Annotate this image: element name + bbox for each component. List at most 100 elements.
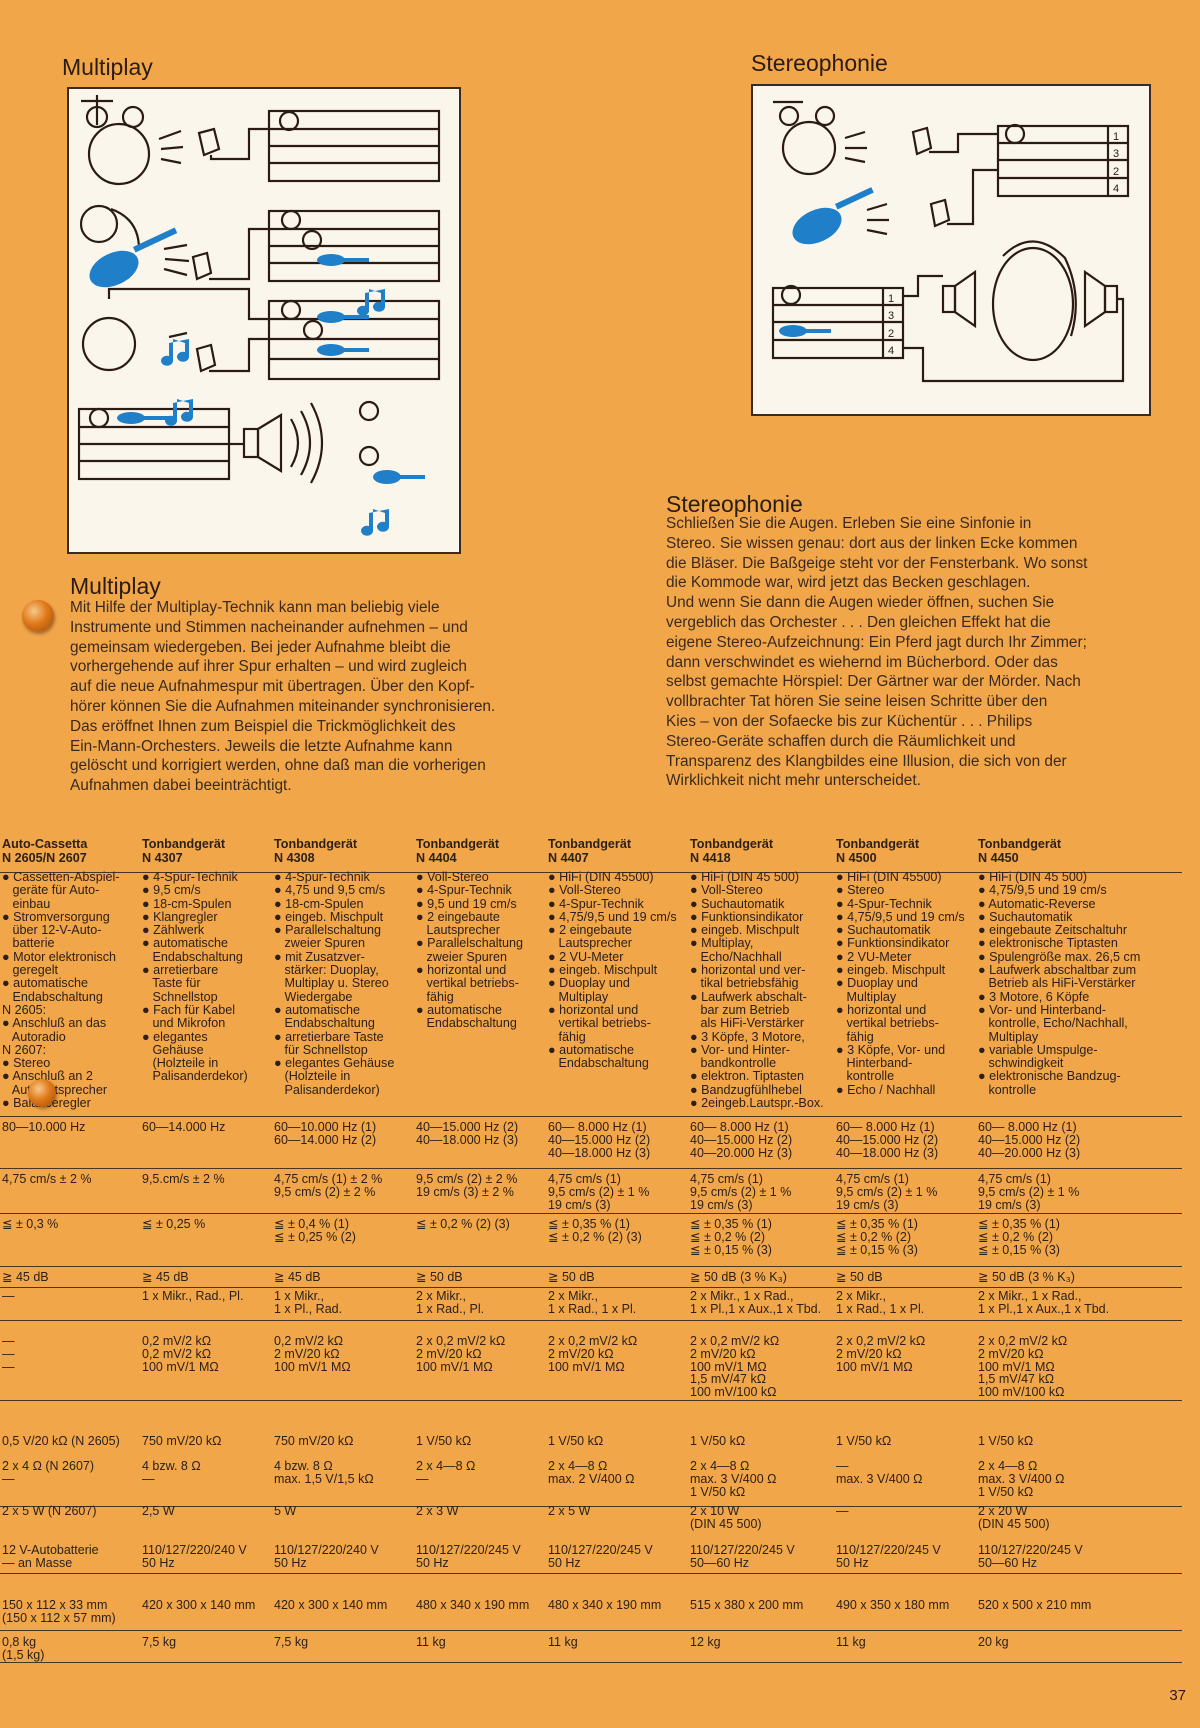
spec-out2: 2 x 4—8 Ω max. 2 V/400 Ω — [548, 1459, 635, 1486]
spec-frequency: 60— 8.000 Hz (1) 40—15.000 Hz (2) 40—20.… — [978, 1120, 1081, 1160]
feature-item: ● automatische — [142, 936, 229, 951]
spec-weight: 20 kg — [978, 1635, 1009, 1649]
feature-list: ● 4-Spur-Technik● 4,75 und 9,5 cm/s● 18-… — [274, 870, 416, 1097]
column-model: N 4307 — [142, 850, 183, 865]
feature-item: tikal betriebsfähig — [690, 976, 799, 991]
feature-item: fähig — [416, 989, 454, 1004]
column-type: Tonbandgerät — [274, 837, 358, 851]
feature-item: ● eingeb. Mischpult — [274, 909, 384, 924]
spec-supply: 110/127/220/245 V 50 Hz — [416, 1543, 521, 1570]
feature-item: Endabschaltung — [142, 949, 243, 964]
multiplay-text: Mit Hilfe der Multiplay-Technik kann man… — [70, 599, 496, 795]
column-model: N 4407 — [548, 850, 589, 865]
feature-item: geregelt — [2, 963, 59, 978]
spec-snr: ≧ 45 dB — [274, 1270, 321, 1284]
feature-item: ● Duoplay und — [548, 976, 630, 991]
feature-item: ● 3 Motore, 6 Köpfe — [978, 989, 1090, 1004]
feature-item: kontrolle — [836, 1069, 895, 1084]
spec-wow: ≦ ± 0,3 % — [2, 1217, 59, 1231]
feature-item: ● 2 eingebaute — [416, 909, 500, 924]
feature-item: ● arretierbare — [142, 963, 219, 978]
feature-item: ● Multiplay, — [690, 936, 754, 951]
spec-dims: 515 x 380 x 200 mm — [690, 1598, 804, 1612]
spec-supply: 110/127/220/245 V 50 Hz — [548, 1543, 653, 1570]
feature-item: über 12-V-Auto- — [2, 923, 102, 938]
feature-item: ● Zählwerk — [142, 923, 205, 938]
feature-item: Autoradio — [2, 1029, 66, 1044]
spec-out1: 1 V/50 kΩ — [548, 1434, 604, 1448]
feature-item: und Mikrofon — [142, 1016, 226, 1031]
feature-item: ● Suchautomatik — [690, 896, 785, 911]
feature-item: (Holzteile in — [274, 1069, 351, 1084]
spec-out2: 2 x 4—8 Ω max. 3 V/400 Ω 1 V/50 kΩ — [978, 1459, 1065, 1499]
spec-snr: ≧ 50 dB (3 % K₃) — [690, 1270, 787, 1284]
spec-out2: 4 bzw. 8 Ω — — [142, 1459, 201, 1486]
multiplay-illustration-caption: Multiplay — [62, 54, 153, 80]
spec-power: 2,5 W — [142, 1504, 175, 1518]
feature-item: N 2605: — [2, 1002, 47, 1017]
feature-item: ● 2 VU-Meter — [836, 949, 912, 964]
spec-weight: 0,8 kg (1,5 kg) — [2, 1635, 45, 1662]
feature-item: ● 2 eingebaute — [548, 923, 632, 938]
feature-item: Hinterband- — [836, 1056, 913, 1071]
spec-inputs: 2 x Mikr., 1 x Rad., 1 x Pl.,1 x Aux.,1 … — [978, 1289, 1110, 1316]
feature-item: kontrolle, Echo/Nachhall, — [978, 1016, 1128, 1031]
feature-item: ● Voll-Stereo — [548, 883, 621, 898]
feature-item: ● elegantes Gehäuse — [274, 1056, 395, 1071]
feature-item: als HiFi-Verstärker — [690, 1016, 805, 1031]
feature-item: ● Anschluß an 2 — [2, 1069, 93, 1084]
feature-list: ● HiFi (DIN 45500)● Voll-Stereo● 4-Spur-… — [548, 870, 690, 1070]
feature-item: N 2607: — [2, 1042, 47, 1057]
spec-power: 2 x 10 W (DIN 45 500) — [690, 1504, 762, 1531]
feature-item: Endabschaltung — [416, 1016, 517, 1031]
spec-out1: 1 V/50 kΩ — [978, 1434, 1034, 1448]
feature-item: ● Automatic-Reverse — [978, 896, 1096, 911]
feature-item: ● Klangregler — [142, 909, 218, 924]
feature-item: Wiedergabe — [274, 989, 353, 1004]
track-label: 2 — [888, 328, 894, 340]
feature-item: ● eingeb. Mischpult — [836, 963, 946, 978]
spec-snr: ≧ 45 dB — [2, 1270, 49, 1284]
pushpin-icon — [28, 1079, 56, 1107]
spec-dims: 150 x 112 x 33 mm (150 x 112 x 57 mm) — [2, 1598, 116, 1625]
feature-item: ● 9,5 cm/s — [142, 883, 201, 898]
spec-out1: 750 mV/20 kΩ — [142, 1434, 222, 1448]
track-label: 1 — [888, 293, 894, 305]
spec-dims: 520 x 500 x 210 mm — [978, 1598, 1092, 1612]
spec-speed: 9,5 cm/s (2) ± 2 % 19 cm/s (3) ± 2 % — [416, 1172, 518, 1199]
spec-supply: 110/127/220/245 V 50 Hz — [836, 1543, 941, 1570]
spec-sensitivity: 0,2 mV/2 kΩ 0,2 mV/2 kΩ 100 mV/1 MΩ — [142, 1334, 219, 1374]
spec-wow: ≦ ± 0,25 % — [142, 1217, 206, 1231]
feature-item: ● Motor elektronisch — [2, 949, 116, 964]
spec-frequency: 80—10.000 Hz — [2, 1120, 86, 1134]
column-model: N 4500 — [836, 850, 877, 865]
spec-dims: 480 x 340 x 190 mm — [416, 1598, 530, 1612]
feature-item: Multiplay — [836, 989, 897, 1004]
feature-item: ● arretierbare Taste — [274, 1029, 384, 1044]
spec-power: 5 W — [274, 1504, 297, 1518]
spec-weight: 7,5 kg — [274, 1635, 309, 1649]
spec-sensitivity: 2 x 0,2 mV/2 kΩ 2 mV/20 kΩ 100 mV/1 MΩ 1… — [978, 1334, 1068, 1400]
spec-sensitivity: 2 x 0,2 mV/2 kΩ 2 mV/20 kΩ 100 mV/1 MΩ — [836, 1334, 926, 1374]
stereophonie-diagram: 1 3 2 4 1 3 2 4 — [771, 100, 1130, 383]
spec-speed: 4,75 cm/s (1) 9,5 cm/s (2) ± 1 % 19 cm/s… — [548, 1172, 650, 1212]
feature-item: Lautsprecher — [548, 936, 633, 951]
spec-weight: 12 kg — [690, 1635, 721, 1649]
spec-out2: 4 bzw. 8 Ω max. 1,5 V/1,5 kΩ — [274, 1459, 374, 1486]
feature-list: ● HiFi (DIN 45 500)● Voll-Stereo● Suchau… — [690, 870, 836, 1110]
feature-item: ● 4-Spur-Technik — [416, 883, 512, 898]
feature-item: ● 4,75 und 9,5 cm/s — [274, 883, 386, 898]
feature-item: ● Bandzugfühlhebel — [690, 1082, 802, 1097]
feature-item: ● Voll-Stereo — [416, 870, 489, 884]
feature-list: ● HiFi (DIN 45 500)● 4,75/9,5 und 19 cm/… — [978, 870, 1182, 1097]
feature-item: Lautsprecher — [416, 923, 501, 938]
feature-item: ● horizontal und ver- — [690, 963, 806, 978]
spec-frequency: 60—10.000 Hz (1) 60—14.000 Hz (2) — [274, 1120, 377, 1147]
feature-item: ● 4-Spur-Technik — [836, 896, 932, 911]
feature-item: einbau — [2, 896, 51, 911]
feature-item: ● 3 Köpfe, Vor- und — [836, 1042, 946, 1057]
track-label: 3 — [888, 310, 894, 322]
feature-item: ● Suchautomatik — [978, 909, 1073, 924]
feature-item: ● 9,5 und 19 cm/s — [416, 896, 517, 911]
feature-item: ● Vor- und Hinterband- — [978, 1002, 1107, 1017]
